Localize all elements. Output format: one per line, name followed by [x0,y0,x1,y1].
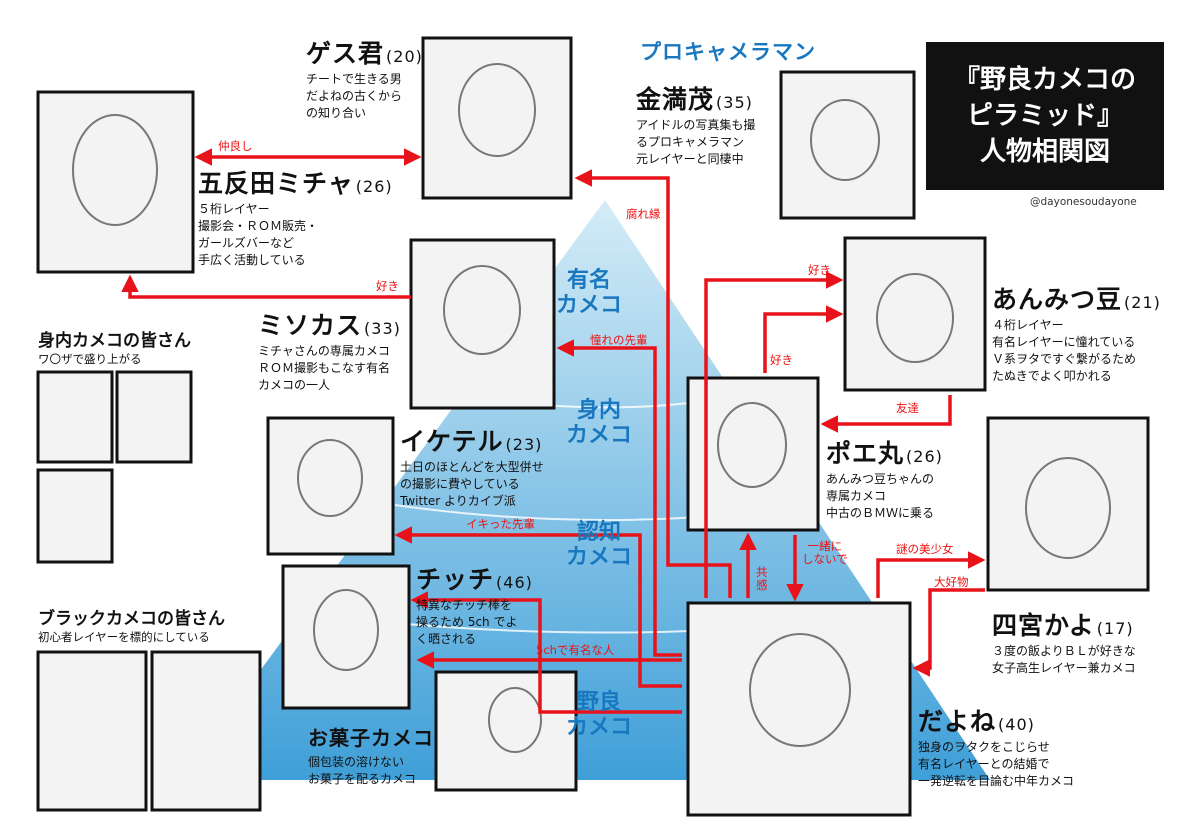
title-line-3: 人物相関図 [979,137,1110,167]
rel-daisuki: 大好物 [934,575,969,589]
tier-known: 認知 カメコ [566,520,633,570]
char-age: (46) [496,573,533,592]
arrow-tomodachi [820,395,952,433]
rel-akogare: 憧れの先輩 [590,333,648,347]
arrow-suki-dayone [704,271,844,598]
char-age: (26) [355,177,393,196]
group-title: 身内カメコの皆さん [38,331,191,351]
title-block: 『野良カメコの ピラミッド』 人物相関図 [926,42,1164,190]
arrow-chicchi [410,591,682,714]
arrow-suki-poemaru [763,305,844,373]
char-desc: ４桁レイヤー 有名レイヤーに憧れている Ｖ系ヲタですぐ繋がるため たぬきでよく叩… [992,318,1137,383]
portrait-black-1 [36,650,148,812]
arrow-ikitta [394,526,682,688]
arrow-kusare [574,169,732,598]
char-gesu: ゲス君(20) チートで生きる男 だよねの古くから の知り合い [306,40,423,122]
rel-nazo: 謎の美少女 [896,542,954,556]
portrait-insider-1 [36,370,114,464]
tier-stray: 野良 カメコ [566,690,633,740]
char-desc: ３度の飯よりＢＬが好きな 女子高生レイヤー兼カメコ [992,644,1136,675]
portrait-insider-3 [36,468,114,564]
char-name: 四宮かよ [992,611,1095,640]
arrow-akogare [556,339,682,657]
group-insiders: 身内カメコの皆さん ワ〇ザで盛り上がる [38,326,191,367]
tier-famous: 有名 カメコ [556,268,623,318]
rel-kusare: 腐れ縁 [626,207,661,221]
portrait-black-2 [150,650,262,812]
rel-tomodachi: 友達 [896,401,919,415]
char-name: ゲス君 [306,39,385,68]
portrait-gotanda [36,90,195,274]
credit: @dayonesoudayone [1030,196,1137,208]
rel-suki-misokasu: 好き [376,279,399,293]
title-line-1: 『野良カメコの [953,65,1136,95]
char-desc: アイドルの写真集も撮 るプロキャメラマン 元レイヤーと同棲中 [636,118,756,166]
char-age: (35) [716,93,753,112]
portrait-iketeru [266,416,395,556]
rel-issho: 一緒に しないで [802,539,848,566]
portrait-gesu [421,36,573,200]
char-desc: あんみつ豆ちゃんの 専属カメコ 中古のＢＭＷに乗る [826,472,935,520]
char-name: ミソカス [258,311,363,340]
rel-suki-dayone: 好き [808,263,831,277]
char-poemaru: ポエ丸(26) あんみつ豆ちゃんの 専属カメコ 中古のＢＭＷに乗る [826,440,943,522]
rel-fivech: 5chで有名な人 [536,643,615,657]
char-desc: 土日のほとんどを大型併せ の撮影に費やしている Twitter よりカイブ派 [400,460,544,508]
portrait-kanemitsu [779,70,916,220]
arrow-nazo [876,551,986,598]
char-desc: チートで生きる男 だよねの古くから の知り合い [306,72,403,120]
group-title: ブラックカメコの皆さん [38,609,225,629]
char-chicchi: チッチ(46) 特異なチッチ棒を 操るため 5ch でよ く晒される [416,566,533,648]
char-desc: 個包装の溶けない お菓子を配るカメコ [308,755,417,786]
char-desc: 独身のヲタクをこじらせ 有名レイヤーとの結婚で 一発逆転を目論む中年カメコ [918,740,1075,788]
char-name: ポエ丸 [826,439,905,468]
rel-suki-poemaru: 好き [770,353,793,367]
title-line-2: ピラミッド』 [966,101,1123,131]
char-kanemitsu: 金満茂(35) アイドルの写真集も撮 るプロキャメラマン 元レイヤーと同棲中 [636,86,755,168]
char-age: (20) [386,47,423,66]
char-okashi: お菓子カメコ 個包装の溶けない お菓子を配るカメコ [308,724,436,788]
group-sub: ワ〇ザで盛り上がる [38,352,142,366]
char-dayone: だよね(40) 独身のヲタクをこじらせ 有名レイヤーとの結婚で 一発逆転を目論む… [918,708,1074,790]
portrait-okashi [434,670,578,792]
char-name: チッチ [416,565,495,594]
portrait-insider-2 [115,370,193,464]
char-age: (40) [998,715,1035,734]
char-misokasu: ミソカス(33) ミチャさんの専属カメコ ＲＯＭ撮影もこなす有名 カメコの一人 [258,312,401,394]
char-age: (33) [364,319,401,338]
char-desc: ミチャさんの専属カメコ ＲＯＭ撮影もこなす有名 カメコの一人 [258,344,391,392]
char-name: 金満茂 [636,85,715,114]
char-age: (17) [1096,619,1134,638]
portrait-misokasu [409,238,556,410]
arrow-suki-misokasu [121,274,411,299]
char-name: お菓子カメコ [308,726,434,750]
char-shinomiya: 四宮かよ(17) ３度の飯よりＢＬが好きな 女子高生レイヤー兼カメコ [992,612,1136,677]
char-name: あんみつ豆 [992,285,1123,314]
portrait-shinomiya [986,416,1150,592]
arrow-daisuki [912,588,985,677]
char-desc: 特異なチッチ棒を 操るため 5ch でよ く晒される [416,598,518,646]
tier-insider: 身内 カメコ [566,398,633,448]
char-gotanda: 五反田ミチャ(26) ５桁レイヤー 撮影会・ＲＯＭ販売・ ガールズバーなど 手広… [198,170,393,269]
group-sub: 初心者レイヤーを標的にしている [38,630,210,644]
char-age: (26) [906,447,943,466]
portrait-chicchi [281,564,411,710]
pro-label: プロキャメラマン [640,40,816,64]
group-black: ブラックカメコの皆さん 初心者レイヤーを標的にしている [38,604,225,645]
portrait-dayone [686,601,912,817]
rel-ikitta: イキった先輩 [466,517,535,531]
char-iketeru: イケテル(23) 土日のほとんどを大型併せ の撮影に費やしている Twitter… [400,428,544,510]
rel-kyokan: 共 感 [756,565,768,592]
char-name: 五反田ミチャ [198,169,354,198]
char-age: (21) [1124,293,1161,312]
char-anmitsu: あんみつ豆(21) ４桁レイヤー 有名レイヤーに憧れている Ｖ系ヲタですぐ繋がる… [992,286,1161,385]
char-desc: ５桁レイヤー 撮影会・ＲＯＭ販売・ ガールズバーなど 手広く活動している [198,202,319,267]
portrait-anmitsu [843,236,987,392]
rel-nakayoshi: 仲良し [218,139,253,153]
char-age: (23) [505,435,543,454]
char-name: だよね [918,707,997,736]
char-name: イケテル [400,427,504,456]
